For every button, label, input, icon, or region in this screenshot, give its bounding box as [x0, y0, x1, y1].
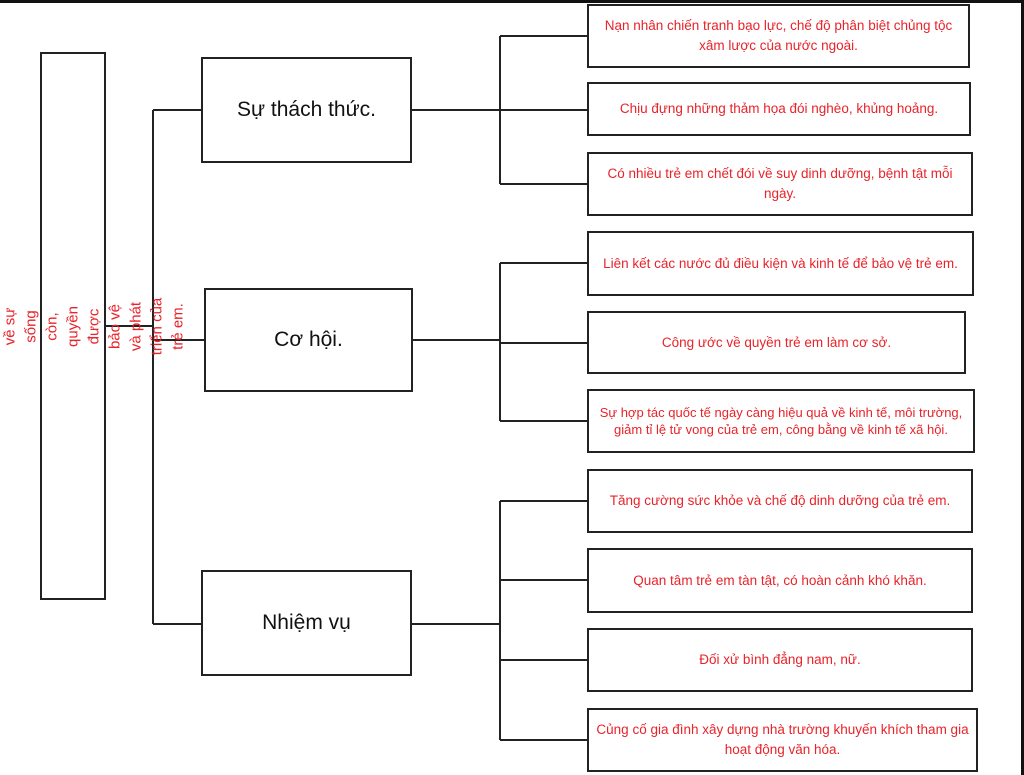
leaf-task-2: Quan tâm trẻ em tàn tật, có hoàn cảnh kh… [587, 548, 973, 613]
leaf-text: Nạn nhân chiến tranh bạo lực, chế độ phâ… [604, 18, 953, 53]
root-node: Tuyên bố thế giới về sự sống còn, quyền … [2, 52, 187, 600]
leaf-text: Có nhiều trẻ em chết đói về suy dinh dưỡ… [607, 166, 953, 201]
leaf-task-4: Củng cố gia đình xây dựng nhà trường khu… [587, 708, 978, 772]
leaf-task-1: Tăng cường sức khỏe và chế độ dinh dưỡng… [587, 469, 973, 533]
branch-tasks: Nhiệm vụ [201, 570, 412, 676]
leaf-text: Đối xử bình đẳng nam, nữ. [699, 652, 861, 667]
branch-opportunities: Cơ hội. [204, 288, 413, 392]
leaf-challenge-3: Có nhiều trẻ em chết đói về suy dinh dưỡ… [587, 152, 973, 216]
branch-challenges: Sự thách thức. [201, 57, 412, 163]
root-node-text: Tuyên bố thế giới về sự sống còn, quyền … [1, 297, 187, 355]
leaf-opportunity-1: Liên kết các nước đủ điều kiện và kinh t… [587, 231, 974, 296]
leaf-text: Sự hợp tác quốc tế ngày càng hiệu quả về… [599, 405, 963, 437]
branch-tasks-label: Nhiệm vụ [262, 611, 351, 634]
leaf-text: Tăng cường sức khỏe và chế độ dinh dưỡng… [609, 493, 951, 508]
leaf-text: Quan tâm trẻ em tàn tật, có hoàn cảnh kh… [633, 572, 927, 588]
leaf-challenge-1: Nạn nhân chiến tranh bạo lực, chế độ phâ… [587, 4, 970, 68]
branch-challenges-label: Sự thách thức. [236, 98, 376, 121]
leaf-text: Liên kết các nước đủ điều kiện và kinh t… [603, 255, 958, 271]
leaf-opportunity-2: Công ước về quyền trẻ em làm cơ sở. [587, 311, 966, 374]
leaf-text: Công ước về quyền trẻ em làm cơ sở. [661, 334, 892, 350]
leaf-challenge-2: Chịu đựng những thảm họa đói nghèo, khủn… [587, 82, 971, 136]
leaf-opportunity-3: Sự hợp tác quốc tế ngày càng hiệu quả về… [587, 389, 975, 453]
leaf-task-3: Đối xử bình đẳng nam, nữ. [587, 628, 973, 692]
branch-opportunities-label: Cơ hội. [274, 328, 343, 351]
leaf-text: Chịu đựng những thảm họa đói nghèo, khủn… [619, 101, 939, 116]
leaf-text: Củng cố gia đình xây dựng nhà trường khu… [596, 722, 969, 757]
